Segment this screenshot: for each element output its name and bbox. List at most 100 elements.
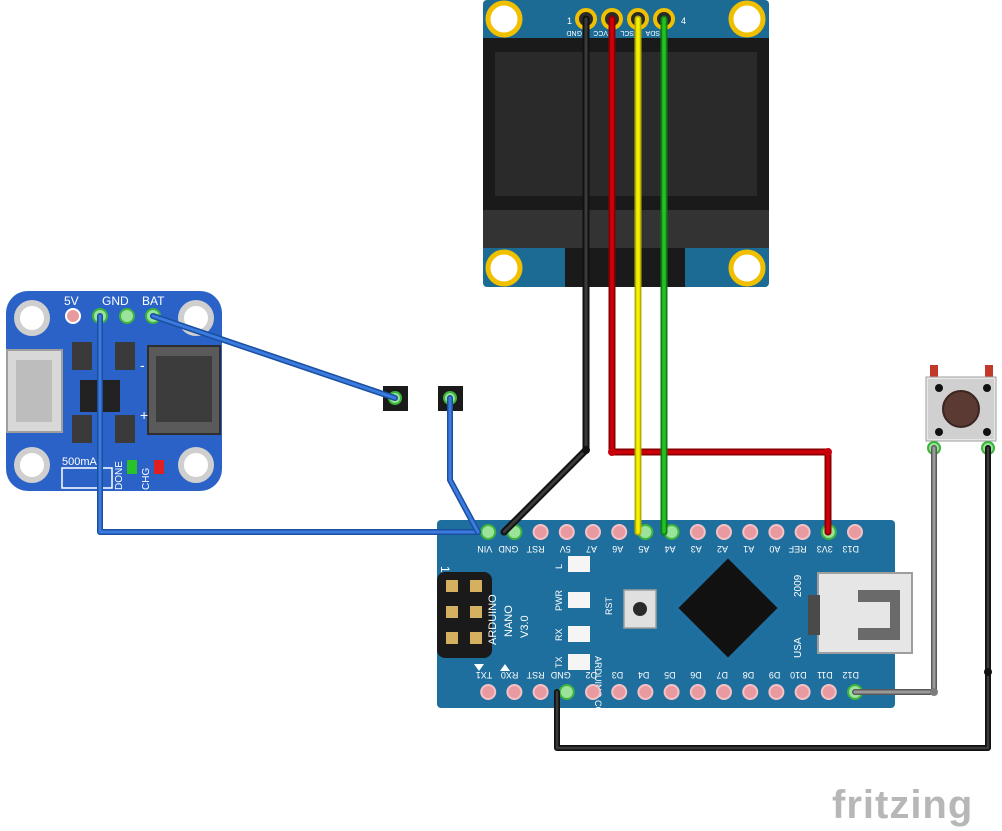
wire-battery-to-nano-gnd[interactable]	[447, 395, 481, 535]
nano-bottom-pin-label-d3-9: D3	[612, 670, 624, 680]
icsp-pin-4	[470, 606, 482, 618]
oled-pin-label-gnd: GND	[566, 29, 582, 36]
reset-label: RST	[604, 596, 614, 615]
nano-bottom-pin-label-d7-5: D7	[716, 670, 728, 680]
tactile-push-button[interactable]	[925, 365, 997, 455]
jst-plus-sign: +	[140, 407, 148, 423]
icsp-pin-number: 1	[438, 566, 452, 573]
oled-pin-index-last: 4	[681, 16, 686, 26]
rx-direction-marker	[500, 664, 510, 671]
nano-bottom-pin-pad-d3-9[interactable]	[611, 684, 628, 700]
arduino-nano-board[interactable]: RST 2009 USA ICSP 1 ARDUINO NANO V3.0 AR…	[428, 520, 913, 714]
wire-bendpoint	[984, 668, 992, 676]
nano-top-pin-label-a5-8: A5	[638, 544, 649, 554]
charger-hole-br	[178, 447, 214, 483]
status-leds: L PWR RX TX	[554, 556, 590, 670]
nano-bottom-pin-pad-d9-3[interactable]	[768, 684, 785, 700]
nano-top-pin-pad-ref-2[interactable]	[794, 524, 811, 540]
wire-bendpoint-red-2	[824, 448, 832, 456]
led-rx	[568, 626, 590, 642]
charger-res-1	[115, 342, 135, 370]
charger-pin-gnd2[interactable]	[119, 308, 135, 324]
chg-led	[154, 460, 164, 474]
nano-bottom-pin-pad-d10-2[interactable]	[794, 684, 811, 700]
nano-bottom-pin-label-d9-3: D9	[769, 670, 781, 680]
nano-bottom-pin-pad-d6-6[interactable]	[689, 684, 706, 700]
nano-top-pin-label-a3-6: A3	[691, 544, 702, 554]
lipo-charger-module[interactable]: 5V GND BAT + - 500mA DONE CHG	[6, 291, 222, 491]
oled-display-module[interactable]: 1 4 GND VCC SCL SDA	[483, 0, 769, 287]
wires	[97, 15, 992, 751]
oled-mount-hole-tr	[728, 0, 766, 38]
oled-pin-label-scl: SCL	[620, 29, 634, 36]
nano-pcb	[437, 520, 895, 708]
nano-bottom-pin-pad-rst-12[interactable]	[532, 684, 549, 700]
nano-top-pin-pad-vin-14[interactable]	[480, 524, 497, 540]
button-leg-tr	[985, 365, 993, 379]
icsp-pin-1	[446, 580, 458, 592]
microcontroller-chip	[678, 558, 778, 658]
nano-top-pin-label-a1-4: A1	[743, 544, 754, 554]
charger-cap-1	[72, 342, 92, 370]
mini-usb-solder-tabs	[808, 595, 820, 635]
oled-pin-label-vcc: VCC	[593, 29, 608, 36]
nano-top-pin-pad-a3-6[interactable]	[689, 524, 706, 540]
oled-active-area	[495, 52, 757, 196]
nano-bottom-pin-label-d4-8: D4	[638, 670, 650, 680]
nano-bottom-pin-pad-rx0-13[interactable]	[506, 684, 523, 700]
charger-label-bat: BAT	[142, 294, 165, 308]
wire-battery-highlight	[448, 396, 480, 534]
nano-bottom-pin-pad-d5-7[interactable]	[663, 684, 680, 700]
icsp-label: ICSP	[428, 660, 438, 681]
led-pwr	[568, 592, 590, 608]
nano-bottom-pin-label-d12-0: D12	[842, 670, 859, 680]
led-label-pwr: PWR	[554, 590, 564, 611]
mini-usb-port	[858, 590, 900, 640]
nano-bottom-pin-pad-gnd-11[interactable]	[558, 684, 575, 700]
charger-pin-5v[interactable]	[65, 308, 81, 324]
nano-top-pin-pad-rst-12[interactable]	[532, 524, 549, 540]
nano-top-pin-label-gnd-13: GND	[498, 544, 519, 554]
nano-top-pin-label-d13-0: D13	[842, 544, 859, 554]
current-label-box	[61, 467, 113, 489]
nano-top-pin-pad-a1-4[interactable]	[742, 524, 759, 540]
nano-bottom-pin-pad-tx1-14[interactable]	[480, 684, 497, 700]
nano-top-pin-pad-d13-0[interactable]	[847, 524, 863, 540]
icsp-pin-6	[470, 632, 482, 644]
nano-bottom-pin-label-d10-2: D10	[790, 670, 807, 680]
wire-button-gnd-highlight	[555, 446, 990, 750]
nano-top-pin-pad-a7-10[interactable]	[585, 524, 601, 540]
nano-bottom-pin-pad-d11-1[interactable]	[820, 684, 837, 700]
nano-bottom-pin-label-d6-6: D6	[690, 670, 702, 680]
led-label-l: L	[554, 564, 564, 569]
oled-mount-hole-br	[728, 249, 766, 287]
nano-bottom-pin-pad-d4-8[interactable]	[637, 684, 654, 700]
nano-top-pin-label-a7-10: A7	[586, 544, 597, 554]
oled-pin-index-first: 1	[567, 16, 572, 26]
charger-hole-tl	[14, 300, 50, 336]
nano-top-pin-pad-a2-5[interactable]	[716, 524, 732, 540]
nano-top-pin-label-5v-11: 5V	[560, 544, 571, 554]
nano-top-pin-label-a4-7: A4	[665, 544, 676, 554]
button-plunger[interactable]	[942, 390, 980, 428]
jst-minus-sign: -	[140, 357, 145, 373]
button-corner-bl	[935, 428, 943, 436]
nano-bottom-pin-label-rst-12: RST	[526, 670, 545, 680]
tx-direction-marker	[474, 664, 484, 671]
reset-button[interactable]	[623, 589, 657, 629]
nano-top-pin-pad-a0-3[interactable]	[768, 524, 785, 540]
nano-bottom-pin-label-rx0-13: RX0	[501, 670, 519, 680]
nano-top-pin-label-vin-14: VIN	[477, 544, 492, 554]
nano-bottom-pin-pad-d2-10[interactable]	[585, 684, 601, 700]
nano-bottom-pin-pad-d8-4[interactable]	[742, 684, 759, 700]
icsp-pin-3	[446, 606, 458, 618]
nano-board-version: V3.0	[519, 615, 531, 638]
oled-pin-label-sda: SDA	[645, 29, 660, 36]
nano-bottom-pin-label-d2-10: D2	[585, 670, 597, 680]
nano-bottom-pin-pad-d7-5[interactable]	[716, 684, 732, 700]
nano-top-pin-pad-5v-11[interactable]	[558, 524, 575, 540]
charger-label-gnd: GND	[102, 294, 129, 308]
button-corner-tr	[983, 384, 991, 392]
nano-top-pin-pad-a6-9[interactable]	[611, 524, 628, 540]
